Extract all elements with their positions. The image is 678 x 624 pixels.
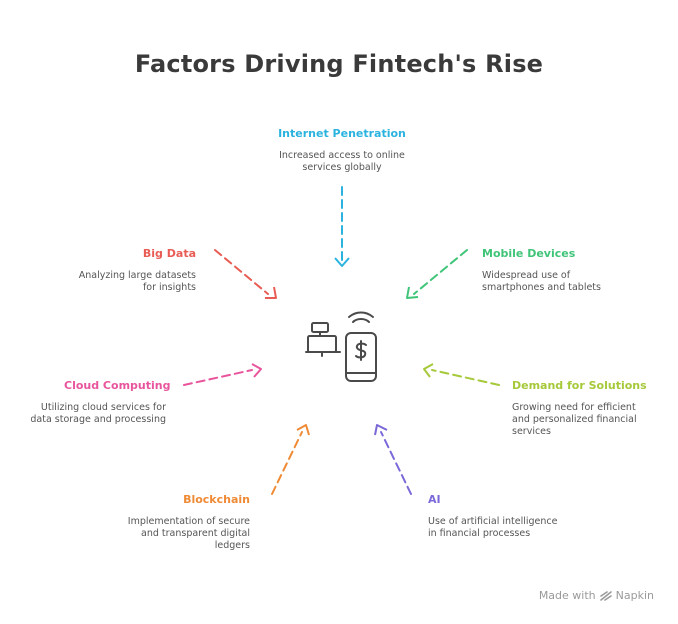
- factor-demand-for-solutions: Demand for Solutions Growing need for ef…: [512, 379, 672, 438]
- factor-desc-big-data: Analyzing large datasets for insights: [78, 270, 196, 293]
- napkin-logo-icon: [599, 590, 612, 601]
- factor-title-mobile-devices: Mobile Devices: [482, 247, 576, 260]
- factor-title-blockchain: Blockchain: [183, 493, 250, 506]
- factor-desc-ai: Use of artificial intelligence in financ…: [428, 516, 558, 539]
- arrowhead-internet-penetration: [334, 257, 350, 267]
- factor-ai: AI Use of artificial intelligence in fin…: [428, 493, 608, 540]
- factor-title-ai: AI: [428, 493, 441, 506]
- factor-desc-blockchain: Implementation of secure and transparent…: [127, 516, 250, 551]
- factor-desc-cloud-computing: Utilizing cloud services for data storag…: [30, 402, 166, 425]
- payment-terminal-and-mobile-payment-icon: [305, 311, 377, 382]
- arrowhead-big-data: [265, 286, 277, 299]
- made-with-label: Made with: [538, 589, 596, 602]
- factor-blockchain: Blockchain Implementation of secure and …: [90, 493, 250, 552]
- arrowhead-demand-for-solutions: [423, 363, 434, 378]
- arrow-ai: [380, 431, 412, 495]
- arrowhead-ai: [374, 424, 388, 436]
- factor-desc-demand-for-solutions: Growing need for efficient and personali…: [512, 402, 637, 437]
- diagram-title: Factors Driving Fintech's Rise: [134, 50, 544, 78]
- factor-title-cloud-computing: Cloud Computing: [64, 379, 171, 392]
- arrow-demand-for-solutions: [431, 369, 500, 386]
- arrowhead-mobile-devices: [406, 286, 419, 299]
- arrowhead-cloud-computing: [251, 363, 262, 378]
- factor-desc-internet-penetration: Increased access to online services glob…: [279, 150, 405, 173]
- arrowhead-blockchain: [296, 424, 310, 436]
- made-with-napkin-footer: Made with Napkin: [539, 589, 654, 602]
- factor-title-demand-for-solutions: Demand for Solutions: [512, 379, 647, 392]
- factor-mobile-devices: Mobile Devices Widespread use of smartph…: [482, 247, 652, 294]
- arrow-mobile-devices: [413, 249, 468, 295]
- factor-desc-mobile-devices: Widespread use of smartphones and tablet…: [482, 270, 601, 293]
- factor-big-data: Big Data Analyzing large datasets for in…: [36, 247, 196, 294]
- napkin-brand-label: Napkin: [615, 589, 654, 602]
- factor-internet-penetration: Internet Penetration Increased access to…: [242, 127, 442, 174]
- factor-title-big-data: Big Data: [142, 247, 196, 260]
- arrow-blockchain: [271, 431, 303, 495]
- factor-cloud-computing: Cloud Computing Utilizing cloud services…: [22, 379, 192, 426]
- arrow-cloud-computing: [183, 369, 253, 386]
- arrow-big-data: [214, 249, 269, 295]
- factor-title-internet-penetration: Internet Penetration: [278, 127, 406, 140]
